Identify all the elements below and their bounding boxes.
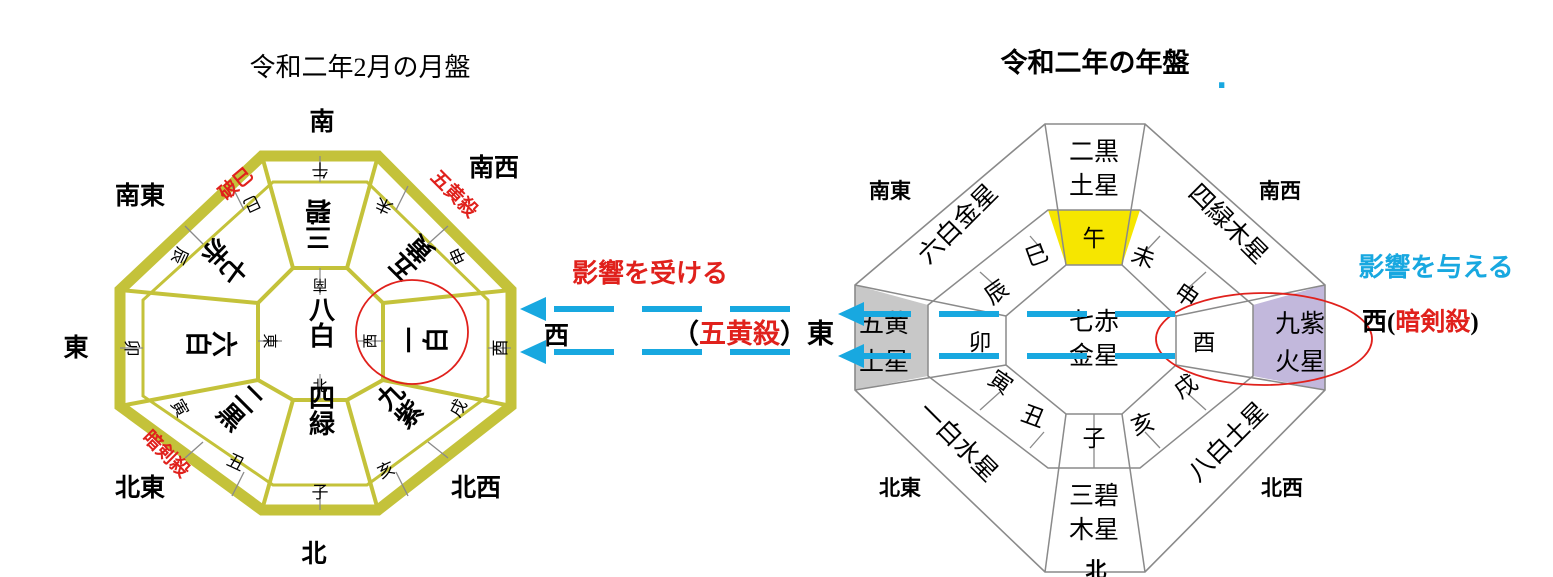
left-inner-dir-north: 北: [312, 378, 327, 395]
left-dir-east: 東: [63, 333, 88, 362]
left-chart: 令和二年2月の月盤: [63, 53, 519, 568]
right-star-west-1: 九紫: [1275, 309, 1325, 338]
right-star-east-2: 土星: [859, 347, 909, 376]
left-inner-cross: [258, 268, 383, 400]
left-star-east: 六白: [186, 328, 238, 357]
left-directions: 南 南東 南西 東 北東 北西 北: [63, 107, 519, 568]
right-zodiac-sw-a: 未: [1128, 242, 1159, 274]
right-dir-southwest: 南西: [1259, 179, 1301, 203]
left-inner-dir-east: 東: [261, 333, 278, 348]
label-east-red: 五黄殺: [699, 319, 781, 349]
left-zodiac: 午 未 申 酉 戌 亥 子 丑 寅 卯 辰 巳: [122, 160, 510, 502]
right-cell-noon: [1048, 210, 1140, 265]
left-zodiac-nw-b: 亥: [374, 458, 397, 482]
right-star-west-2: 火星: [1275, 347, 1325, 376]
left-zodiac-ring: [141, 180, 490, 487]
left-highlight-circle: [355, 279, 469, 385]
right-title: 令和二年の年盤: [1001, 47, 1191, 79]
left-dir-northwest: 北西: [451, 473, 501, 502]
right-zodiac-se-a: 辰: [980, 276, 1014, 310]
right-inner-octagon: [1005, 264, 1177, 415]
label-west-right: 西(暗剣殺): [1362, 307, 1479, 336]
left-inner-dirs: 南 東 西 北: [261, 276, 379, 395]
right-zodiac-north: 子: [1083, 426, 1106, 452]
right-directions: 南東 南西 北東 北西 北: [869, 179, 1303, 577]
label-give: 影響を与える: [1358, 252, 1513, 283]
left-zodiac-east: 卯: [122, 340, 141, 357]
right-star-northeast: 一白水星: [913, 396, 1004, 487]
right-star-northwest: 八白土星: [1182, 396, 1273, 487]
left-dir-southwest: 南西: [469, 153, 519, 182]
right-star-south-1: 二黒: [1069, 137, 1119, 166]
left-zodiac-se-a: 辰: [167, 244, 191, 267]
left-zodiac-dividers: [120, 156, 511, 510]
label-east: （五黄殺）東: [672, 319, 834, 349]
right-star-north-1: 三碧: [1069, 481, 1119, 510]
right-highlight-ellipse: [1155, 292, 1373, 386]
annotations: 影響を受ける 影響を与える 西 （五黄殺）東 西(暗剣殺): [544, 252, 1514, 350]
right-dir-northwest: 北西: [1261, 476, 1303, 500]
right-dir-southeast: 南東: [869, 179, 911, 203]
left-zodiac-se-b: 巳: [240, 191, 263, 215]
left-zodiac-ne-a: 丑: [224, 450, 247, 474]
left-inner-dir-west: 西: [363, 333, 379, 348]
label-east-close: ）東: [780, 319, 834, 349]
right-zodiac-ring: [927, 209, 1254, 469]
mid-arrowhead-lower: [520, 340, 546, 364]
left-zodiac-sw-a: 未: [372, 193, 395, 217]
influence-arrows: [520, 297, 1175, 368]
label-west-right-red: 暗剣殺: [1395, 307, 1471, 336]
right-star-north-2: 木星: [1069, 515, 1119, 544]
mid-arrowhead-upper: [520, 297, 546, 321]
right-zodiac-ne-b: 寅: [983, 366, 1017, 400]
label-west-right-post: ): [1470, 309, 1478, 336]
right-zodiac-ne-a: 丑: [1018, 401, 1049, 433]
label-west-right-pre: 西(: [1362, 309, 1395, 336]
left-center-star: 八白: [306, 296, 335, 348]
right-star-south-2: 土星: [1069, 171, 1119, 200]
right-chart: 令和二年の年盤 .: [854, 47, 1373, 577]
left-star-west: 一白: [396, 328, 448, 357]
left-zodiac-south: 午: [312, 160, 329, 179]
right-zodiac-se-b: 巳: [1022, 240, 1053, 272]
left-inner-dir-south: 南: [312, 276, 327, 293]
left-dir-south: 南: [309, 107, 334, 136]
right-spokes: [854, 123, 1326, 573]
right-dir-north: 北: [1086, 558, 1107, 577]
right-zodiac-dividers: [979, 235, 1207, 468]
left-dir-north: 北: [301, 539, 326, 568]
right-dir-northeast: 北東: [879, 476, 921, 500]
left-star-south: 三碧: [305, 199, 335, 251]
right-zodiac-nw-b: 亥: [1128, 409, 1159, 441]
label-receive: 影響を受ける: [572, 258, 728, 289]
label-west-left: 西: [544, 321, 569, 350]
right-title-dot: .: [1216, 61, 1227, 96]
left-zodiac-west: 酉: [491, 340, 510, 357]
right-arrowhead-lower: [838, 344, 864, 368]
right-zodiac-west: 酉: [1193, 330, 1216, 356]
right-arrowhead-upper: [838, 302, 864, 326]
left-title: 令和二年2月の月盤: [249, 53, 470, 82]
right-zodiac-south: 午: [1083, 226, 1106, 252]
right-cell-west-star: [1253, 285, 1325, 390]
left-dir-southeast: 南東: [115, 181, 165, 210]
left-zodiac-north: 子: [312, 483, 329, 502]
left-dir-northeast: 北東: [115, 473, 165, 502]
left-star-north: 四緑: [306, 384, 335, 436]
right-zodiac-east: 卯: [969, 330, 992, 356]
left-zodiac-sw-b: 申: [446, 244, 470, 267]
label-east-open: （: [672, 319, 699, 349]
